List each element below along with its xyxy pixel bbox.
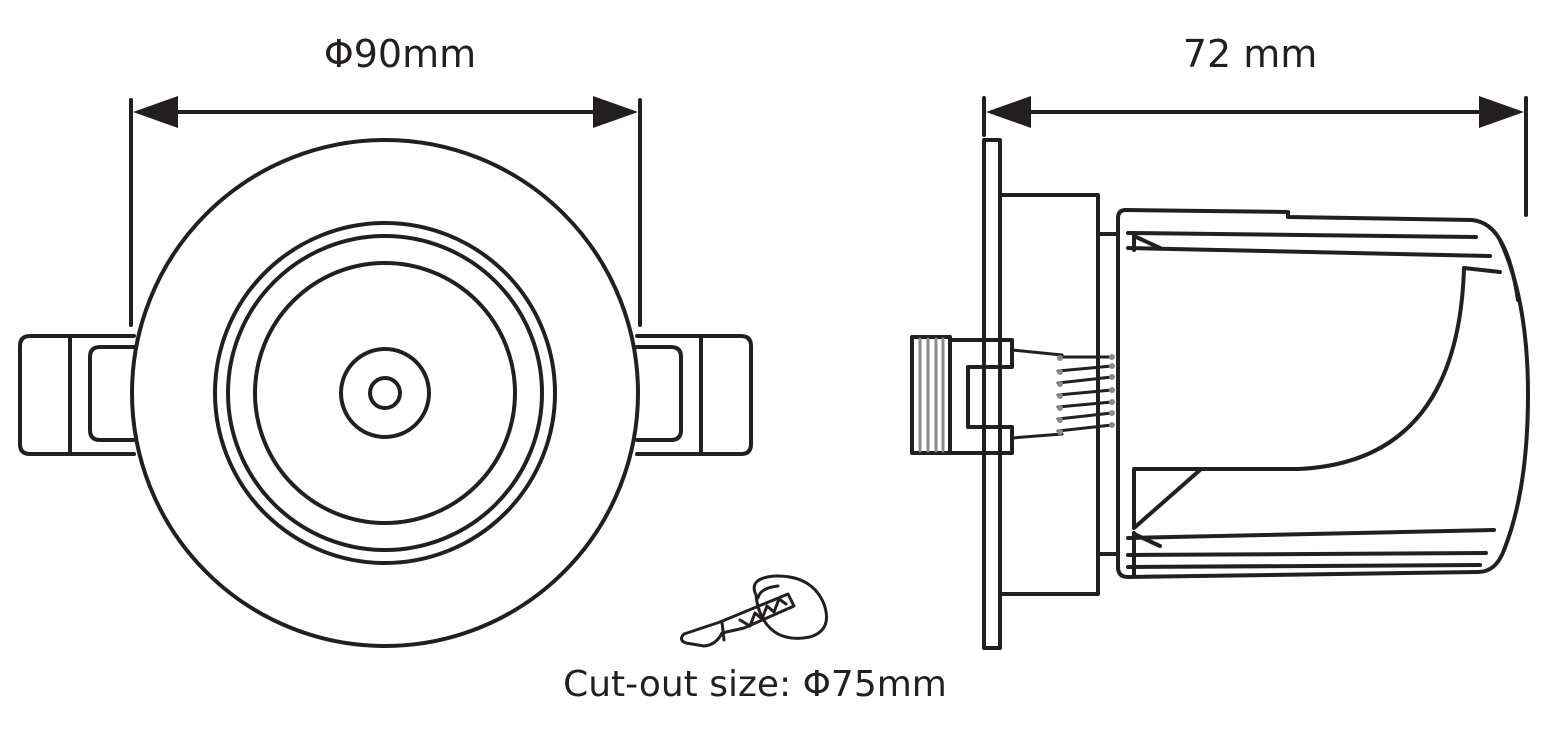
cutout-size-label: Cut-out size: Φ75mm (563, 664, 947, 705)
front-view (18, 96, 753, 648)
front-diameter-label: Φ90mm (323, 32, 477, 76)
body-step (1096, 232, 1120, 556)
reflector (253, 261, 517, 525)
side-view (910, 96, 1530, 650)
wire-harness (1010, 348, 1115, 440)
led-emitter (368, 376, 402, 410)
saw-icon (679, 592, 796, 648)
cutout-disc-icon (752, 574, 828, 640)
right-spring-clip (635, 334, 753, 456)
bezel-ring-outer (213, 221, 557, 565)
lens (339, 347, 431, 439)
front-dimension-line (129, 96, 642, 327)
side-depth-label: 72 mm (1182, 32, 1318, 76)
connector-block (910, 335, 1014, 455)
bezel-ring-inner (226, 234, 544, 552)
outer-trim-ring (130, 138, 640, 648)
trim-flange (982, 138, 1002, 650)
left-spring-clip (18, 334, 136, 456)
side-dimension-line (982, 96, 1528, 217)
lamp-housing (1116, 208, 1530, 579)
mounting-body (998, 193, 1100, 596)
